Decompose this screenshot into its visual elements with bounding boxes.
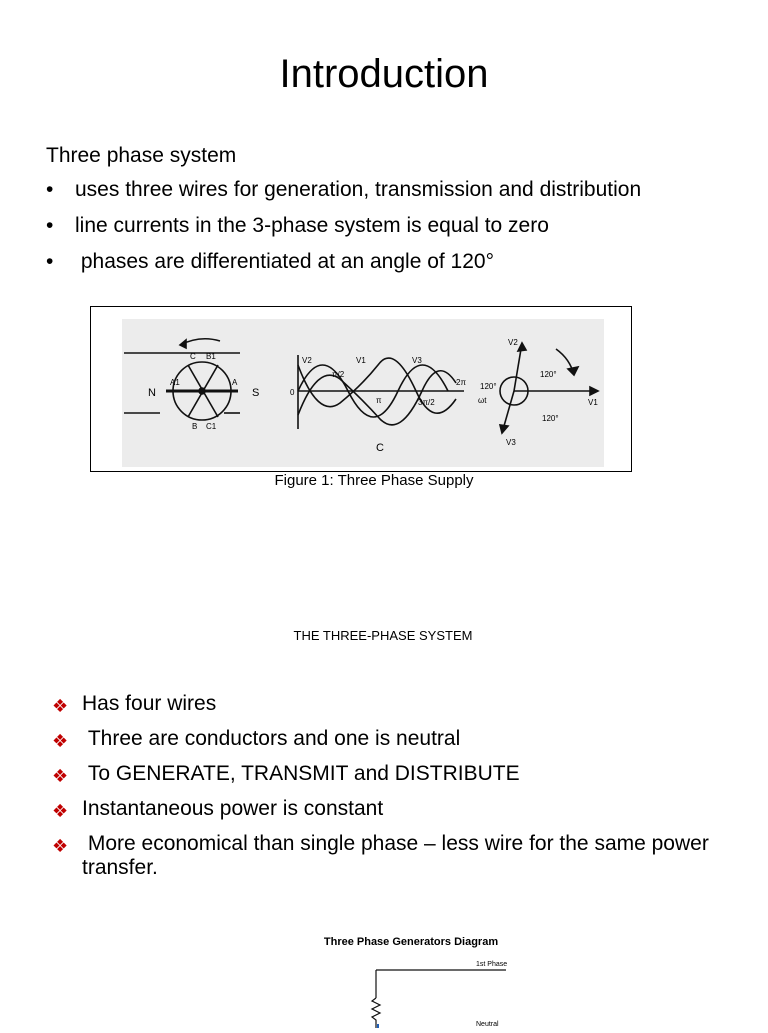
intro-section: Three phase system • uses three wires for… (46, 144, 641, 286)
label-a1: A1 (170, 378, 180, 387)
label-neutral: Neutral (476, 1021, 499, 1028)
diamond-bullet-icon: ❖ (52, 836, 69, 856)
diamond-bullet-icon: ❖ (52, 696, 69, 716)
wave-label-pi: π (376, 396, 382, 405)
list-item: • line currents in the 3-phase system is … (46, 214, 641, 238)
feature-text: Three are conductors and one is neutral (82, 727, 461, 750)
wave-label-2pi: 2π (456, 378, 466, 387)
diamond-bullet-icon: ❖ (52, 766, 69, 786)
generator-drawing (124, 337, 240, 421)
list-item: ❖ To GENERATE, TRANSMIT and DISTRIBUTE (52, 762, 742, 786)
bullet-icon: • (46, 178, 54, 201)
list-item: ❖ Has four wires (52, 692, 742, 716)
diamond-bullet-icon: ❖ (52, 801, 69, 821)
phasor-drawing (498, 341, 600, 435)
generator-circuit (370, 969, 506, 1028)
label-s: S (252, 387, 259, 399)
page-title: Introduction (279, 52, 489, 96)
wave-label-v2: V2 (302, 356, 312, 365)
wave-label-3pi-2: 3π/2 (418, 398, 435, 407)
wave-label-pi-2: π/2 (332, 370, 345, 379)
three-phase-figure-svg: N S A A1 C B1 B C1 V2 V1 V3 0 π/2 π 3π/2… (124, 337, 600, 454)
list-item: ❖ Instantaneous power is constant (52, 797, 742, 821)
diamond-bullet-icon: ❖ (52, 731, 69, 751)
bullet-text: uses three wires for generation, transmi… (75, 178, 642, 201)
feature-text: More economical than single phase – less… (82, 832, 715, 879)
label-a: A (232, 378, 238, 387)
label-b: B (192, 422, 197, 431)
feature-text: To GENERATE, TRANSMIT and DISTRIBUTE (82, 762, 520, 785)
label-1st-phase: 1st Phase (476, 961, 507, 968)
waveform-drawing (297, 355, 464, 429)
wave-label-zero: 0 (290, 388, 295, 397)
wave-label-v1: V1 (356, 356, 366, 365)
list-item: ❖ More economical than single phase – le… (52, 832, 742, 880)
bullet-text: phases are differentiated at an angle of… (75, 250, 494, 273)
bullet-icon: • (46, 214, 54, 237)
figure-caption: Figure 1: Three Phase Supply (274, 472, 474, 489)
wave-label-v3: V3 (412, 356, 422, 365)
feature-text: Has four wires (82, 692, 217, 715)
bullet-text: line currents in the 3-phase system is e… (75, 214, 549, 237)
intro-bullet-list: • uses three wires for generation, transm… (46, 178, 641, 274)
list-item: • uses three wires for generation, transm… (46, 178, 641, 202)
wave-label-c: C (376, 442, 384, 454)
phasor-label-v3: V3 (506, 438, 516, 447)
label-b1: B1 (206, 352, 216, 361)
generator-diagram-svg: 1st Phase Neutral (370, 961, 507, 1028)
phasor-label-v2: V2 (508, 338, 518, 347)
feature-text: Instantaneous power is constant (82, 797, 384, 820)
label-n: N (148, 387, 156, 399)
wave-label-wt: ωt (478, 396, 487, 405)
section-title: THE THREE-PHASE SYSTEM (293, 628, 473, 643)
label-c: C (190, 352, 196, 361)
generator-diagram-title: Three Phase Generators Diagram (323, 936, 499, 948)
generator-diagram: Three Phase Generators Diagram 1st Phase… (304, 932, 518, 1028)
intro-heading: Three phase system (46, 144, 237, 167)
phasor-angle-2: 120° (480, 382, 497, 391)
label-c1: C1 (206, 422, 217, 431)
list-item: ❖ Three are conductors and one is neutra… (52, 727, 742, 751)
phasor-angle-3: 120° (542, 414, 559, 423)
phasor-label-v1: V1 (588, 398, 598, 407)
phasor-angle-1: 120° (540, 370, 557, 379)
list-item: • phases are differentiated at an angle … (46, 250, 641, 274)
figure-frame: N S A A1 C B1 B C1 V2 V1 V3 0 π/2 π 3π/2… (90, 306, 632, 472)
feature-list: ❖ Has four wires ❖ Three are conductors a… (52, 692, 742, 891)
three-phase-supply-figure: N S A A1 C B1 B C1 V2 V1 V3 0 π/2 π 3π/2… (122, 319, 604, 467)
bullet-icon: • (46, 250, 54, 273)
